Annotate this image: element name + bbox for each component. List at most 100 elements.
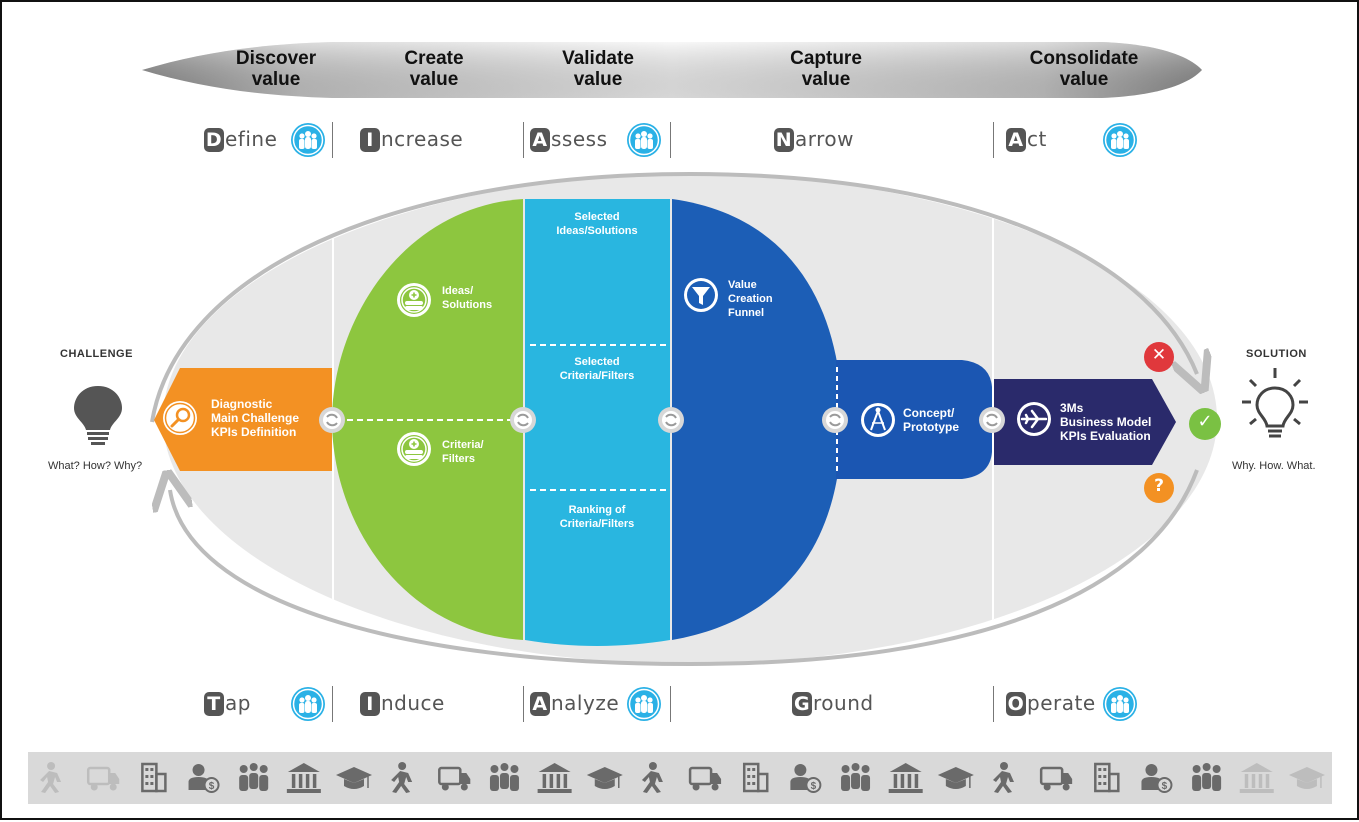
investor-icon: $ — [1141, 764, 1173, 793]
bank-icon — [888, 763, 923, 793]
value-creation-funnel-block — [672, 199, 842, 640]
label-line: Selected — [574, 211, 620, 223]
phase-title: Consolidate — [1029, 48, 1139, 69]
label-line: Value — [728, 279, 757, 291]
phase-title: Create — [404, 48, 464, 69]
funnel-icon — [684, 278, 718, 312]
concept-label: Concept/ Prototype — [903, 406, 959, 434]
building-icon — [742, 762, 769, 793]
label-line: Prototype — [903, 420, 960, 434]
funnel-label: Value Creation Funnel — [728, 278, 773, 320]
selected-criteria-label: Selected Criteria/Filters — [523, 355, 671, 383]
step-initial: I — [360, 692, 380, 716]
phase-subtitle: value — [1059, 69, 1109, 90]
step-initial: G — [792, 692, 812, 716]
label-line: Diagnostic — [211, 397, 273, 411]
step-label: arrow — [795, 127, 855, 151]
label-line: Business Model — [1060, 415, 1152, 429]
step-initial: T — [204, 692, 224, 716]
walking-person-icon — [40, 762, 62, 793]
label-line: 3Ms — [1060, 401, 1084, 415]
step-label: efine — [225, 127, 278, 151]
ideas-stack-icon — [397, 283, 431, 317]
step-initial: N — [774, 128, 794, 152]
step-label: ssess — [551, 127, 608, 151]
step-label: nalyze — [551, 691, 620, 715]
ideas-label: Ideas/ Solutions — [442, 284, 492, 312]
truck-icon — [688, 766, 722, 791]
connector-nodes — [319, 407, 1005, 433]
bank-icon — [1239, 763, 1274, 793]
solution-title: SOLUTION — [1246, 348, 1307, 360]
diagnostic-label: Diagnostic Main Challenge KPIs Definitio… — [211, 397, 299, 439]
graduation-cap-icon — [336, 767, 372, 789]
airplane-icon — [1017, 402, 1051, 436]
step-label: ncrease — [381, 127, 464, 151]
truck-icon — [1039, 766, 1073, 791]
investor-icon: $ — [188, 764, 220, 793]
diagnostic-block — [154, 368, 332, 471]
main-diagram — [74, 171, 1308, 667]
truck-icon — [86, 766, 120, 791]
label-line: Concept/ — [903, 406, 955, 420]
group-icon — [1192, 763, 1222, 791]
label-line: KPIs Evaluation — [1060, 429, 1151, 443]
building-icon — [141, 762, 167, 793]
graduation-cap-icon — [937, 767, 974, 789]
column-divider — [993, 686, 994, 722]
step-label: perate — [1027, 691, 1096, 715]
building-icon — [1094, 762, 1120, 793]
walking-person-icon — [641, 762, 663, 793]
investor-icon: $ — [790, 764, 822, 793]
phase-arrow-banner — [142, 42, 1202, 98]
label-line: Ideas/ — [442, 285, 474, 297]
criteria-stack-icon — [397, 432, 431, 466]
label-line: Filters — [442, 453, 476, 465]
accept-glyph: ✓ — [1197, 411, 1213, 432]
group-icon — [841, 763, 871, 791]
column-divider — [670, 686, 671, 722]
svg-text:$: $ — [1162, 781, 1168, 792]
phase-subtitle: value — [409, 69, 459, 90]
walking-person-icon — [391, 762, 413, 793]
unknown-icon — [1144, 473, 1174, 503]
reject-glyph: ✕ — [1151, 345, 1167, 365]
challenge-title: CHALLENGE — [60, 348, 133, 360]
phase-title: Discover — [235, 48, 317, 69]
label-line: Selected — [574, 356, 620, 368]
step-label: ap — [225, 691, 251, 715]
group-icon — [239, 763, 269, 791]
business-model-block — [994, 379, 1176, 465]
ranking-label: Ranking of Criteria/Filters — [523, 503, 671, 531]
step-label: nduce — [381, 691, 445, 715]
magnifier-icon — [170, 407, 191, 428]
unknown-glyph: ? — [1154, 476, 1164, 496]
phase-subtitle: value — [801, 69, 851, 90]
lightbulb-on-icon — [1242, 368, 1308, 438]
phase-subtitle: value — [573, 69, 623, 90]
column-divider — [523, 686, 524, 722]
challenge-caption: What? How? Why? — [48, 460, 143, 472]
group-icon — [489, 763, 519, 791]
label-line: Ideas/Solutions — [556, 225, 638, 237]
label-line: Funnel — [728, 307, 765, 319]
criteria-label: Criteria/ Filters — [442, 438, 484, 466]
reject-icon — [1144, 342, 1174, 372]
column-divider — [332, 122, 333, 158]
bank-icon — [286, 763, 321, 793]
step-initial: O — [1006, 692, 1026, 716]
phase-title: Validate — [562, 48, 634, 69]
selected-ideas-label: Selected Ideas/Solutions — [523, 210, 671, 238]
